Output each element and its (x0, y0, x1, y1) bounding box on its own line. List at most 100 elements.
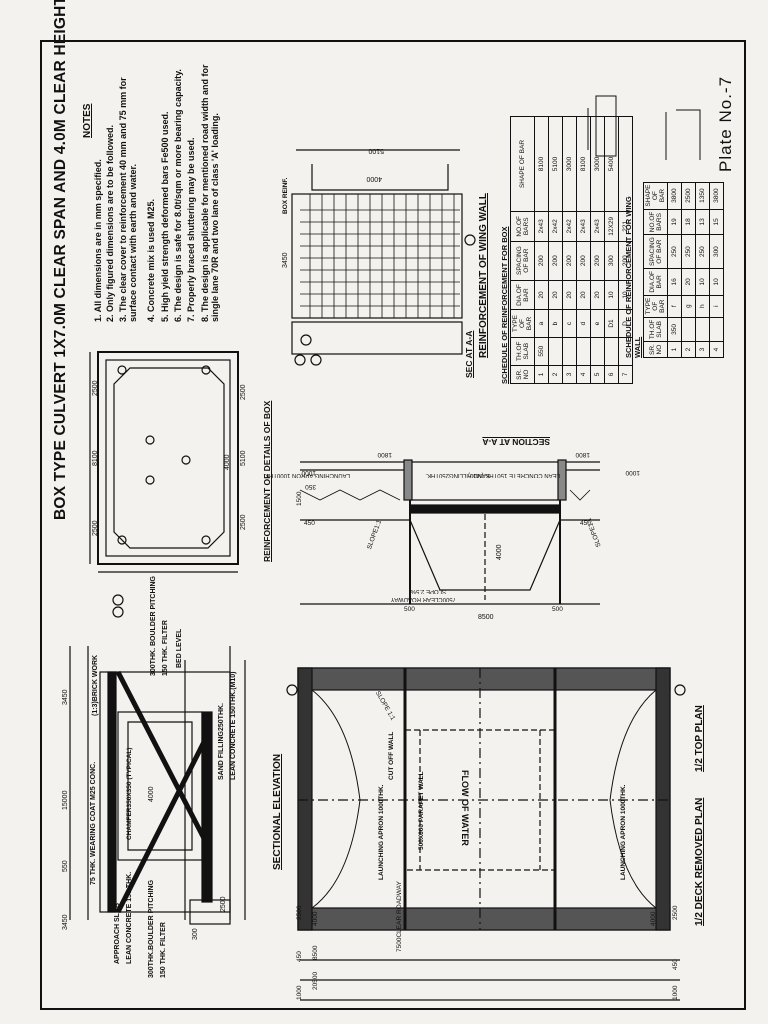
header-cell: SHAPE OF BAR (510, 116, 535, 212)
plan-dim-1000-left: 1000 (296, 985, 303, 1000)
cell: f (667, 295, 682, 318)
box-dim-bottom-2: 5100 (240, 450, 247, 466)
cell: 5 (590, 365, 605, 384)
shape-cell: 5100 (548, 116, 563, 212)
plan-dim-4000-left: 4000 (312, 911, 319, 926)
header-cell: SR. NO (643, 341, 668, 358)
sec-aa-dim-500-left: 500 (404, 606, 415, 613)
shape-cell: 3000 (590, 116, 605, 212)
cell: 10 (604, 280, 619, 310)
flow-of-water-label: FLOW OF WATER (460, 770, 470, 846)
shape-cell: 8100 (576, 116, 591, 212)
elev-dim-15000: 15000 (62, 790, 69, 810)
cell (709, 317, 724, 342)
cell: 10 (695, 268, 710, 296)
sec-dim-4000: 4000 (366, 175, 382, 182)
shape-cell: 3000 (562, 116, 577, 212)
lean-concrete-label: LEAN CONCRETE 150 THK. (126, 871, 133, 964)
cell: 200 (534, 241, 549, 281)
cell: a (534, 309, 549, 338)
cut-off-wall-label: CUT OFF WALL (388, 731, 395, 780)
lean-concrete-2-label: LEAN CONCRETE 150THK.(M10) (230, 671, 237, 780)
box-details-label: REINFORCEMENT OF DETAILS OF BOX (262, 400, 272, 562)
plan-dim-1000-right: 1000 (672, 985, 679, 1000)
wing-schedule-header: SR. NO TH.OF SLAB TYPE OF BAR DIA.OF BAR… (643, 182, 668, 358)
cell: 20 (534, 280, 549, 310)
cell: 7 (618, 365, 633, 384)
cell: 16 (667, 268, 682, 296)
filter-2-label: 150 THK. FILTER (162, 620, 169, 676)
cell: 20 (548, 280, 563, 310)
box-schedule-header: SR. NO TH.OF SLAB TYPE OF BAR DIA.OF BAR… (510, 116, 535, 384)
header-cell: DIA.OF BAR (643, 268, 668, 296)
sec-aa-dim-450-right: 450 (580, 520, 591, 527)
cell: 2x43 (534, 211, 549, 242)
cell (590, 337, 605, 366)
elev-dim-3450-right: 3450 (62, 689, 69, 705)
plan-dim-4000-right: 4000 (650, 911, 657, 926)
elev-dim-4000: 4000 (148, 786, 155, 802)
cell: 250 (667, 234, 682, 269)
chamfer-label: CHAMFER350X350 (TYPICAL) (126, 747, 133, 840)
header-cell: SR. NO (510, 365, 535, 384)
header-cell: TH.OF SLAB (510, 337, 535, 366)
cell: 2x43 (590, 211, 605, 242)
sec-aa-dim-350: 350 (305, 483, 316, 490)
wing-schedule: SCHEDULE OF REINFORCEMENT FOR WING WALL … (624, 182, 724, 358)
box-dim-bottom-3: 2500 (240, 384, 247, 400)
approach-slab-label: APPROACH SLAB (114, 902, 121, 964)
plan-clear-roadway: 7500CLEAR ROADWAY (396, 881, 403, 952)
sec-aa-lean-concrete: LEAN CONCRETE 150THK.(M10) (467, 472, 560, 478)
shape-cell: 3800 (667, 182, 682, 210)
shape-cell: 1350 (695, 182, 710, 210)
cell: h (695, 295, 710, 318)
header-cell: NO.OF BARS (510, 211, 535, 242)
cell: 200 (548, 241, 563, 281)
box-dim-bottom-1: 2500 (240, 514, 247, 530)
elev-dim-550: 550 (62, 860, 69, 872)
header-cell: DIA.OF BAR (510, 280, 535, 310)
half-top-plan-label: 1/2 TOP PLAN (694, 705, 705, 772)
cell: 2 (681, 341, 696, 358)
cell (576, 337, 591, 366)
box-schedule-table: SR. NO TH.OF SLAB TYPE OF BAR DIA.OF BAR… (510, 116, 633, 384)
cell: 20 (576, 280, 591, 310)
boulder-pitching-2-label: 300THK. BOULDER PITCHING (150, 576, 157, 676)
half-plan-label: 1/2 DECK REMOVED PLAN (694, 797, 705, 926)
cell (562, 337, 577, 366)
cell: c (562, 309, 577, 338)
header-cell: TYPE OF BAR (643, 295, 668, 318)
cell: 1 (667, 341, 682, 358)
brick-work-label: (1:3)BRICK WORK (92, 654, 99, 716)
shape-cell: 3800 (709, 182, 724, 210)
sec-aa-dim-1800-left: 1800 (377, 451, 392, 458)
cell: g (681, 295, 696, 318)
cell (695, 317, 710, 342)
elev-dim-300: 300 (192, 928, 199, 940)
plan-dim-8500: 8500 (312, 945, 319, 960)
cell: 12X29 (604, 211, 619, 242)
sec-aa-dim-1000-right: 1000 (625, 469, 640, 476)
sec-aa-dim-450-left: 450 (304, 520, 315, 527)
sec-aa-launching-apron: LAUNCHING APRON 1000THK. (263, 472, 350, 478)
sec-aa-dim-1800-right: 1800 (575, 451, 590, 458)
sec-aa-dim-8500: 8500 (478, 614, 494, 621)
sec-aa-dim-roadway: 7500CLEAR ROADWAY (390, 596, 456, 602)
cell: 20 (681, 268, 696, 296)
cell: D1 (604, 309, 619, 338)
sec-dim-3450: 3450 (282, 252, 289, 268)
wearing-coat-label: 75 THK. WEARING COAT M25 CONC. (90, 761, 97, 885)
box-dim-side: 4000 (224, 454, 231, 470)
box-schedule-title: SCHEDULE OF REINFORCEMENT FOR BOX (500, 226, 509, 384)
boulder-pitching-label: 300THK.BOULDER PITCHING (148, 879, 155, 978)
header-cell: SPACING OF BAR (643, 234, 668, 269)
cell: 3 (562, 365, 577, 384)
cell: 6 (604, 365, 619, 384)
